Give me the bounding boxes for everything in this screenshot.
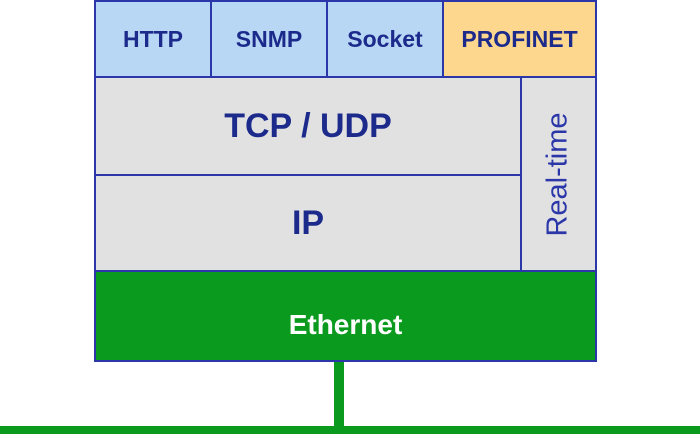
protocol-box-http: HTTP [94, 0, 212, 78]
protocol-box-snmp: SNMP [210, 0, 328, 78]
protocol-label-http: HTTP [122, 25, 184, 52]
network-drop-line [334, 362, 344, 428]
ethernet-layer-box: Ethernet [94, 270, 597, 362]
protocol-label-profinet: PROFINET [461, 25, 578, 52]
protocol-label-socket: Socket [347, 25, 423, 52]
ethernet-layer-label: Ethernet [288, 309, 403, 340]
realtime-channel-box: Real-time [520, 76, 597, 272]
transport-layer-box: TCP / UDP [94, 76, 522, 176]
network-layer-box: IP [94, 174, 522, 272]
transport-layer-label: TCP / UDP [224, 106, 392, 145]
protocol-box-socket: Socket [326, 0, 444, 78]
protocol-label-snmp: SNMP [235, 25, 303, 52]
network-bus-line [0, 426, 700, 434]
realtime-channel-label: Real-time [542, 111, 574, 237]
protocol-box-profinet: PROFINET [442, 0, 597, 78]
network-layer-label: IP [291, 203, 325, 242]
